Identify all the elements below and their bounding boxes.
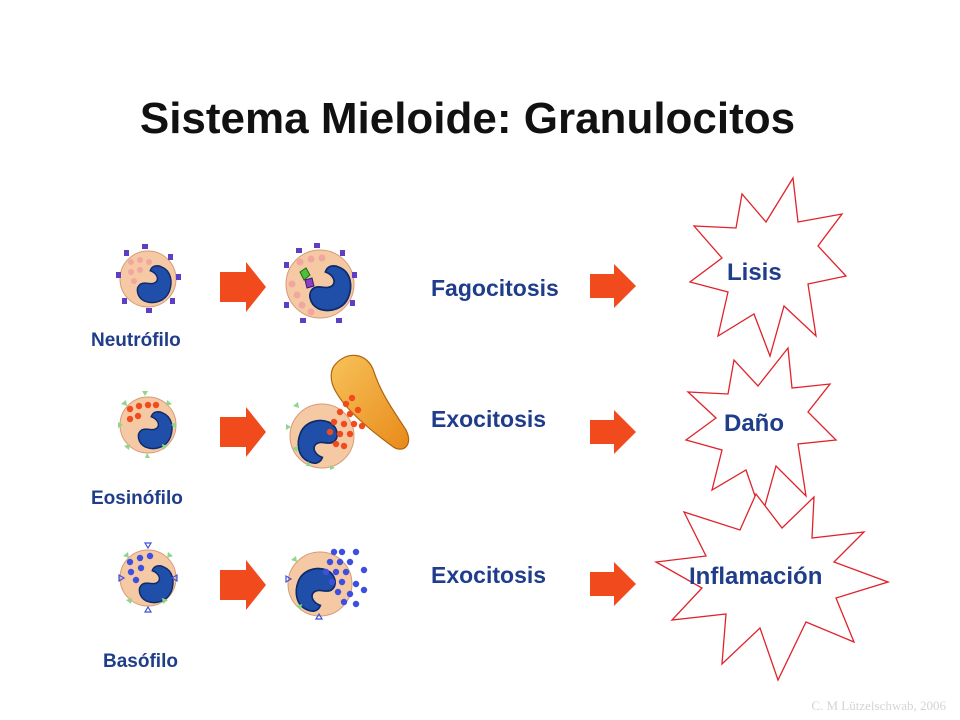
outcome-lisis: Lisis — [727, 259, 782, 286]
arrow-icon — [590, 410, 636, 454]
parasite — [330, 354, 410, 450]
neutrophil-phagocytosing — [284, 243, 357, 323]
credit-watermark: C. M Lützelschwab, 2006 — [811, 698, 946, 713]
process-label-fagocitosis: Fagocitosis — [431, 275, 559, 301]
arrow-icon — [590, 562, 636, 606]
dano-burst — [684, 346, 838, 519]
eosinophil-degranulating — [286, 354, 410, 470]
eosinophil-label: Eosinófilo — [91, 488, 183, 509]
basophil-degranulating — [285, 548, 368, 620]
neutrophil-label: Neutrófilo — [91, 330, 181, 351]
process-label-exocitosis-basophil: Exocitosis — [431, 562, 547, 588]
arrow-icon — [220, 407, 266, 457]
outcome-inflamacion: Inflamación — [689, 563, 823, 590]
basophil-label: Basófilo — [103, 651, 178, 672]
outcome-dano: Daño — [724, 410, 784, 437]
process-label-exocitosis-eosinophil: Exocitosis — [431, 406, 547, 432]
basophil-resting — [118, 542, 178, 613]
inflamacion-burst — [653, 492, 891, 682]
slide-title: Sistema Mieloide: Granulocitos — [139, 94, 796, 143]
neutrophil-resting — [116, 244, 181, 313]
lisis-burst — [688, 176, 848, 359]
arrow-icon — [590, 264, 636, 308]
eosinophil-resting — [118, 391, 177, 458]
arrow-icon — [220, 262, 266, 312]
arrow-icon — [220, 560, 266, 610]
